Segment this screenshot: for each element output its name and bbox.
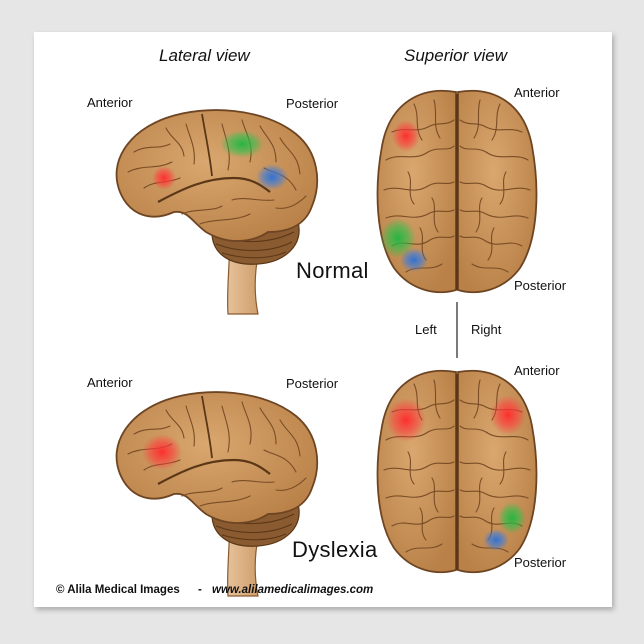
activity-red-spot <box>392 120 420 152</box>
right-label: Right <box>471 322 502 337</box>
copyright-text: © Alila Medical Images <box>56 584 180 596</box>
activity-red-spot <box>386 398 426 442</box>
footer-separator: - <box>198 584 202 596</box>
dyslexia-superior-anterior-label: Anterior <box>514 363 560 378</box>
activity-green-spot <box>498 502 526 534</box>
normal-lateral-posterior-label: Posterior <box>286 96 339 111</box>
dyslexia-lateral-brain <box>115 390 319 598</box>
normal-condition-label: Normal <box>296 258 369 283</box>
dyslexia-condition-label: Dyslexia <box>292 537 378 562</box>
activity-blue-spot <box>256 164 288 190</box>
normal-lateral-anterior-label: Anterior <box>87 95 133 110</box>
activity-red-spot-right <box>490 395 526 435</box>
normal-lateral-brain <box>115 108 319 316</box>
activity-green-spot <box>380 218 416 258</box>
normal-superior-posterior-label: Posterior <box>514 278 567 293</box>
dyslexia-lateral-posterior-label: Posterior <box>286 376 339 391</box>
dyslexia-lateral-anterior-label: Anterior <box>87 375 133 390</box>
dyslexia-superior-brain <box>376 369 538 574</box>
lateral-view-heading: Lateral view <box>159 46 250 65</box>
activity-green-spot <box>220 130 264 158</box>
activity-red-spot <box>152 166 176 190</box>
activity-red-spot <box>142 434 182 470</box>
dyslexia-superior-posterior-label: Posterior <box>514 555 567 570</box>
left-label: Left <box>415 322 437 337</box>
superior-view-heading: Superior view <box>404 46 507 65</box>
activity-blue-spot <box>400 248 428 272</box>
brain-illustrations <box>115 89 538 598</box>
activity-blue-spot <box>483 529 509 551</box>
poster: Lateral view Superior view Anterior Post… <box>34 32 612 607</box>
normal-superior-anterior-label: Anterior <box>514 85 560 100</box>
website-link[interactable]: www.alilamedicalimages.com <box>212 584 374 596</box>
normal-superior-brain <box>376 89 538 294</box>
